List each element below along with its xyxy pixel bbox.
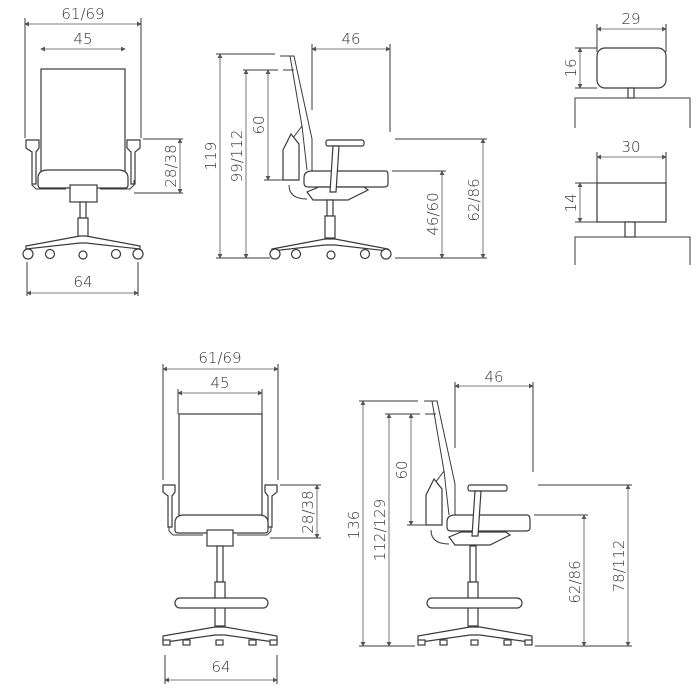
armrest-pad-b: 30 14 [562, 138, 691, 265]
stool-dim-seat-height: 62/86 [566, 560, 584, 603]
dim-pad-b-height: 14 [562, 193, 580, 212]
armrest-pad-a: 29 16 [562, 10, 691, 128]
office-chair-side-view: 119 99/112 60 46 46/60 62/86 [202, 30, 487, 260]
dim-total-height: 119 [202, 142, 220, 171]
dim-pad-b-width: 30 [621, 138, 640, 156]
footrest [174, 597, 269, 609]
dim-overall-width: 61/69 [61, 5, 104, 23]
stool-dim-backrest: 60 [393, 460, 411, 479]
stool-dim-total-height: 136 [345, 511, 363, 540]
dim-armrest-height: 28/38 [162, 144, 180, 187]
office-chair-front-view: 61/69 45 64 28/38 [22, 5, 183, 296]
stool-side-view: 136 112/129 60 46 62/86 78/112 [345, 368, 632, 647]
seat [37, 169, 129, 189]
stool-dim-base-width: 64 [211, 658, 230, 676]
dim-pad-a-height: 16 [562, 58, 580, 77]
dim-depth: 46 [341, 30, 360, 48]
stool-front-view: 61/69 45 64 28/38 [162, 349, 321, 684]
dim-pad-a-width: 29 [621, 10, 640, 28]
base [25, 235, 141, 250]
dim-base-width: 64 [73, 273, 92, 291]
dim-armrest-floor: 62/86 [465, 178, 483, 221]
dim-seat-height: 46/60 [424, 192, 442, 235]
stool-dim-depth: 46 [484, 368, 503, 386]
stool-dim-overall-width: 61/69 [198, 349, 241, 367]
stool-dim-armrest-floor: 78/112 [610, 540, 628, 593]
stool-dim-back-height: 112/129 [371, 499, 389, 561]
dim-back-height: 99/112 [228, 130, 246, 183]
dim-backrest: 60 [250, 115, 268, 134]
backrest [40, 68, 126, 180]
stool-dim-back-width: 45 [210, 374, 229, 392]
dim-back-width: 45 [73, 30, 92, 48]
side-seat [303, 170, 389, 188]
stool-dim-armrest-height: 28/38 [299, 490, 317, 533]
